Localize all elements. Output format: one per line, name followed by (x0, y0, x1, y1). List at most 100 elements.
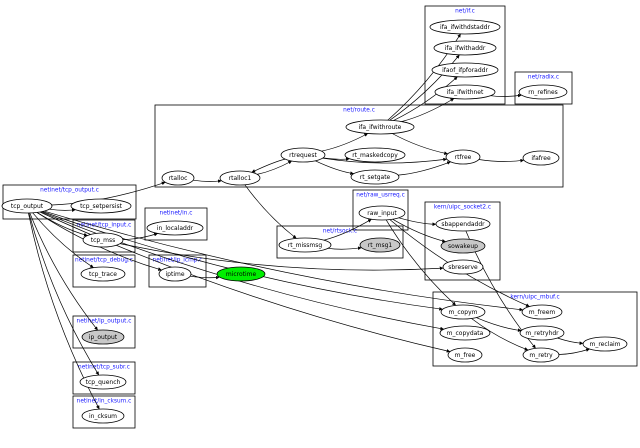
edge-m_copym-to-m_retry (471, 318, 529, 351)
cluster-rtsock: net/rtsock.c (276, 225, 404, 259)
node-label: tcp_trace (89, 271, 117, 278)
node-label: rt_missmsg (288, 242, 323, 249)
node-rt_setgate: rt_setgate (350, 169, 400, 185)
cluster-box (72, 219, 136, 253)
edge-rtrequest-to-rtfree (322, 158, 447, 164)
node-label: sbreserve (448, 264, 478, 271)
node-ellipse (358, 205, 406, 221)
node-ifa_ifwithnet: ifa_ifwithnet (434, 84, 496, 100)
node-ellipse (433, 40, 497, 56)
cluster-label: net/radix.c (528, 75, 559, 81)
node-ellipse (345, 119, 415, 135)
edge-tcp_output-to-ip_output (29, 212, 98, 331)
edges-layer (28, 33, 589, 409)
edge-tcp_output-to-tcp_quench (28, 212, 100, 376)
node-tcp_setpersist: tcp_setpersist (70, 198, 132, 214)
cluster-rawusrreq: net/raw_usrreq.c (352, 189, 409, 231)
edge-rt_missmsg-to-raw_input (323, 218, 372, 241)
node-iptime: iptime (158, 266, 192, 282)
node-in_cksum: in_cksum (81, 408, 125, 424)
node-label: rt_msg1 (368, 242, 393, 249)
node-ellipse (434, 84, 496, 100)
node-ellipse (1, 198, 53, 214)
node-ip_output: ip_output (81, 329, 125, 345)
cluster-radix: net/radix.c (514, 71, 573, 105)
edge-rtalloc1-to-rt_missmsg (244, 184, 297, 239)
edge-ifa_ifwithnet-to-rn_refines (490, 95, 522, 96)
cluster-box (154, 104, 564, 188)
node-ifa_ifwithroute: ifa_ifwithroute (345, 119, 415, 135)
edge-rtalloc1-to-rtrequest (257, 160, 292, 175)
node-label: tcp_setpersist (80, 203, 123, 210)
cluster-tcpsubr: netinet/tcp_subr.c (72, 361, 136, 395)
node-ellipse (158, 266, 192, 282)
node-label: ifafree (531, 155, 551, 162)
node-label: tcp_quench (86, 379, 121, 386)
cluster-label: netinet/in_cksum.c (77, 399, 132, 405)
cluster-label: net/rtsock.c (323, 229, 357, 235)
node-ellipse (440, 238, 486, 254)
node-ellipse (70, 198, 132, 214)
node-ellipse (582, 336, 628, 352)
edge-ifa_ifwithroute-to-ifa_ifwithaddr (389, 54, 460, 121)
edge-ifa_ifwithroute-to-rtfree (392, 133, 448, 154)
node-tcp_trace: tcp_trace (80, 266, 126, 282)
node-ellipse (439, 325, 491, 341)
node-sowakeup: sowakeup (440, 238, 486, 254)
node-ifaof_ifpforaddr: ifaof_ifpforaddr (431, 62, 499, 78)
node-label: sbappendaddr (441, 221, 485, 228)
node-rtalloc1: rtalloc1 (219, 170, 261, 186)
cluster-label: netinet/in.c (160, 211, 193, 217)
node-label: raw_input (367, 210, 397, 217)
cluster-box (72, 395, 136, 429)
node-ellipse (440, 304, 486, 320)
node-label: sowakeup (448, 243, 478, 250)
node-label: microtime (226, 271, 257, 278)
node-m_copydata: m_copydata (439, 325, 491, 341)
cluster-box (424, 201, 501, 281)
cluster-label: net/route.c (343, 108, 375, 114)
node-m_copym: m_copym (440, 304, 486, 320)
node-ellipse (146, 220, 204, 236)
cluster-label: net/raw_usrreq.c (356, 193, 405, 199)
node-ellipse (435, 216, 491, 232)
cluster-uipcsocket2: kern/uipc_socket2.c (424, 201, 501, 281)
edge-m_copym-to-m_retryhdr (476, 317, 521, 331)
cluster-tcpdebug: netinet/tcp_debug.c (72, 254, 136, 288)
node-label: in_localaddr (157, 225, 194, 232)
cluster-box (72, 254, 136, 288)
cluster-label: kern/uipc_mbuf.c (510, 295, 559, 301)
node-label: tcp_output (11, 203, 44, 210)
cluster-label: netinet/tcp_input.c (77, 223, 132, 229)
node-ellipse (359, 237, 401, 253)
node-ellipse (431, 62, 499, 78)
node-microtime: microtime (216, 266, 266, 282)
node-ellipse (280, 147, 326, 163)
node-ellipse (442, 259, 484, 275)
node-m_freem: m_freem (521, 304, 563, 320)
nodes-layer: ifa_ifwithdstaddrifa_ifwithaddrifaof_ifp… (1, 19, 628, 424)
node-label: m_freem (529, 309, 556, 316)
cluster-box (432, 291, 638, 367)
node-label: rtalloc1 (229, 175, 252, 182)
node-ifafree: ifafree (522, 150, 560, 166)
cluster-box (352, 189, 409, 231)
edge-rt_setgate-to-rtfree (398, 162, 451, 176)
cluster-label: netinet/tcp_subr.c (78, 365, 130, 371)
node-label: m_retryhdr (525, 330, 559, 337)
node-label: tcp_mss (91, 237, 116, 244)
cluster-netif: net/if.c (424, 5, 506, 105)
edge-iptime-to-microtime (190, 276, 219, 278)
node-label: m_copydata (447, 330, 484, 337)
node-label: ifa_ifwithroute (359, 124, 402, 131)
clusters-layer: net/if.c net/radix.c net/route.c netinet/tc… (2, 5, 638, 429)
edge-raw_input-to-m_copym (385, 219, 457, 306)
cluster-box (72, 361, 136, 395)
node-label: rt_setgate (360, 174, 391, 181)
edge-tcp_mss-to-in_localaddr (122, 234, 158, 240)
node-rtfree: rtfree (445, 149, 481, 165)
node-tcp_mss: tcp_mss (82, 232, 124, 248)
node-ellipse (522, 150, 560, 166)
cluster-label: netinet/ip_output.c (77, 319, 132, 325)
